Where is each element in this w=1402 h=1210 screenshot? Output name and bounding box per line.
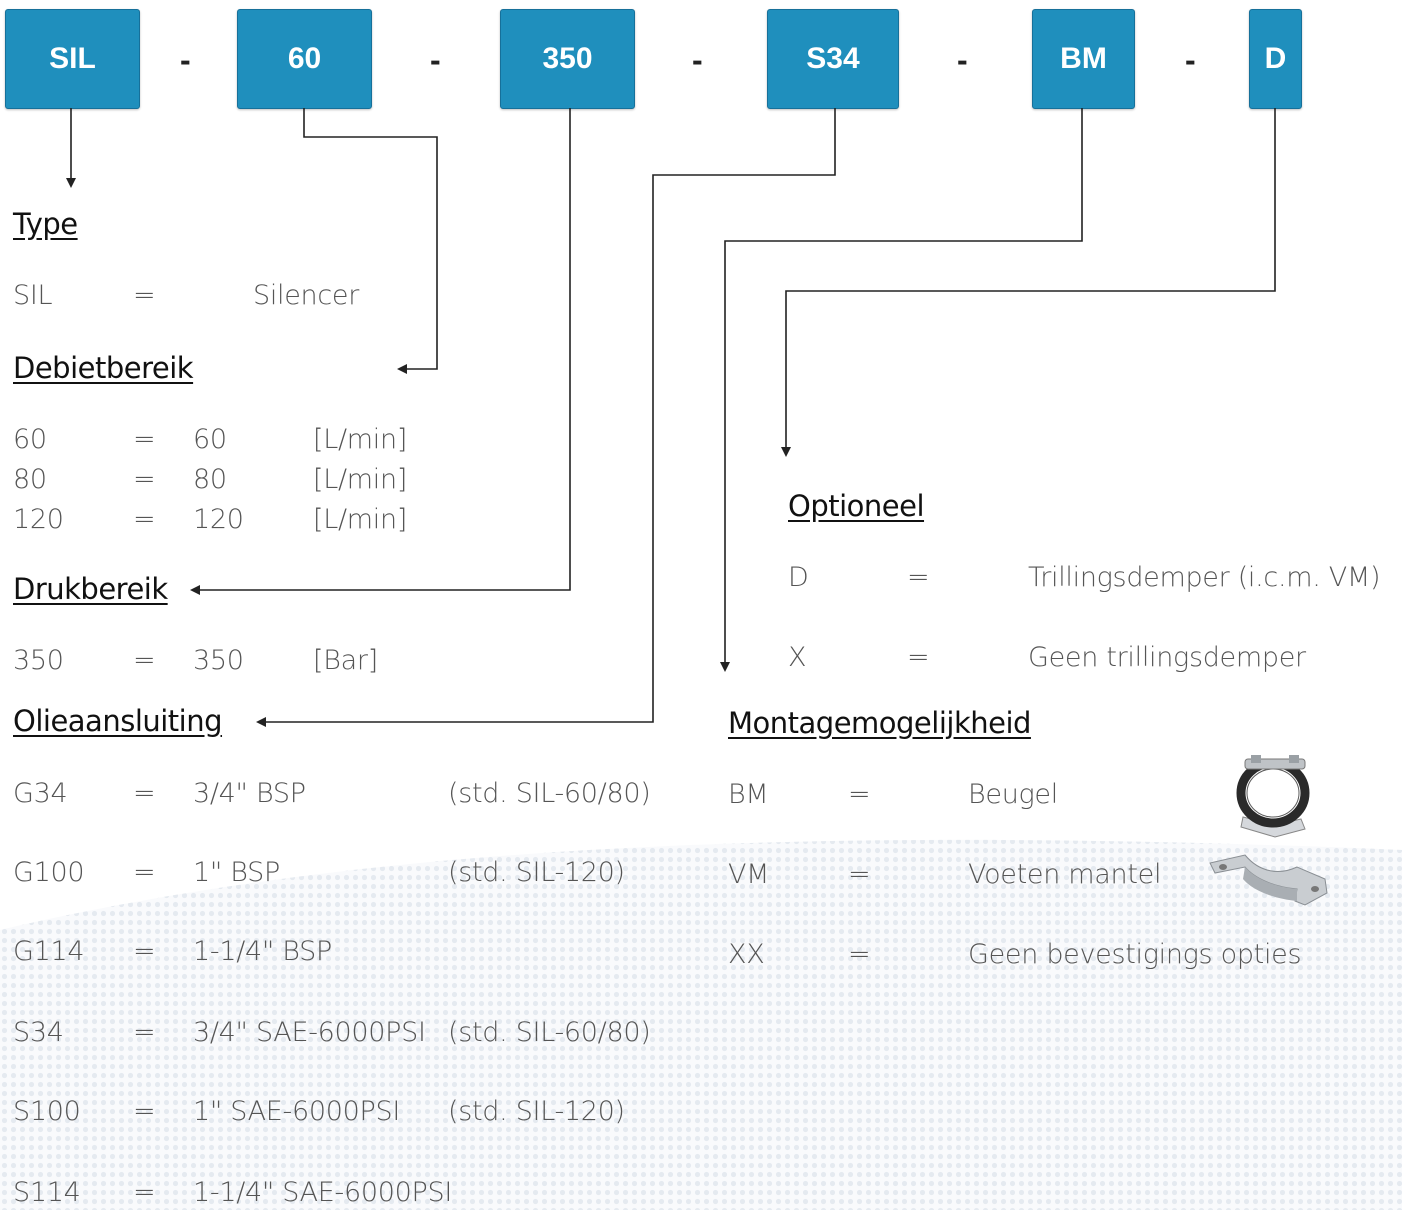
code-box-type: SIL bbox=[5, 9, 140, 109]
optioneel-eq: = bbox=[907, 562, 930, 593]
heading-montagemogelijkheid: Montagemogelijkheid bbox=[728, 706, 1031, 740]
type-eq: = bbox=[133, 280, 156, 311]
mounting-illustration bbox=[1209, 755, 1328, 906]
druk-code: 350 bbox=[13, 645, 64, 676]
optioneel-code: D bbox=[788, 562, 809, 593]
debiet-eq: = bbox=[133, 424, 156, 455]
arrow-350-druk bbox=[190, 108, 571, 595]
olie-eq: = bbox=[133, 1017, 156, 1048]
pipe-clamp-icon bbox=[1236, 755, 1310, 838]
olie-value: 1-1/4" SAE-6000PSI bbox=[193, 1177, 452, 1208]
olie-eq: = bbox=[133, 778, 156, 809]
montage-value: Voeten mantel bbox=[968, 859, 1162, 890]
montage-code: VM bbox=[728, 859, 770, 890]
debiet-eq: = bbox=[133, 504, 156, 535]
montage-value: Geen bevestigings opties bbox=[968, 939, 1302, 970]
olie-note: (std. SIL-60/80) bbox=[448, 1017, 651, 1048]
debiet-code: 80 bbox=[13, 464, 47, 495]
olie-value: 1" BSP bbox=[193, 857, 281, 888]
druk-eq: = bbox=[133, 645, 156, 676]
type-value: Silencer bbox=[253, 280, 360, 311]
druk-unit: [Bar] bbox=[313, 645, 378, 676]
separator-dash: - bbox=[957, 42, 968, 78]
arrow-s34-olie bbox=[256, 108, 836, 727]
debiet-eq: = bbox=[133, 464, 156, 495]
olie-value: 3/4" BSP bbox=[193, 778, 306, 809]
olie-code: G34 bbox=[13, 778, 68, 809]
optioneel-value: Geen trillingsdemper bbox=[1028, 642, 1306, 673]
montage-eq: = bbox=[848, 779, 871, 810]
montage-eq: = bbox=[848, 939, 871, 970]
arrow-bm-montage bbox=[720, 108, 1083, 672]
debiet-unit: [L/min] bbox=[313, 424, 408, 455]
debiet-value: 60 bbox=[193, 424, 227, 455]
debiet-unit: [L/min] bbox=[313, 504, 408, 535]
optioneel-eq: = bbox=[907, 642, 930, 673]
heading-optioneel: Optioneel bbox=[788, 489, 925, 523]
montage-code: BM bbox=[728, 779, 769, 810]
code-box-montage: BM bbox=[1032, 9, 1135, 109]
olie-code: S34 bbox=[13, 1017, 64, 1048]
olie-code: G100 bbox=[13, 857, 85, 888]
debiet-unit: [L/min] bbox=[313, 464, 408, 495]
heading-debietbereik: Debietbereik bbox=[13, 351, 194, 385]
foot-saddle-icon bbox=[1209, 854, 1328, 906]
olie-note: (std. SIL-120) bbox=[448, 1096, 625, 1127]
debiet-code: 120 bbox=[13, 504, 64, 535]
debiet-value: 120 bbox=[193, 504, 244, 535]
olie-eq: = bbox=[133, 857, 156, 888]
montage-value: Beugel bbox=[968, 779, 1058, 810]
olie-eq: = bbox=[133, 1177, 156, 1208]
olie-code: S114 bbox=[13, 1177, 81, 1208]
heading-type: Type bbox=[13, 207, 78, 241]
heading-olieaansluiting: Olieaansluiting bbox=[13, 704, 223, 738]
olie-code: G114 bbox=[13, 936, 85, 967]
olie-value: 1" SAE-6000PSI bbox=[193, 1096, 400, 1127]
olie-value: 1-1/4" BSP bbox=[193, 936, 333, 967]
olie-eq: = bbox=[133, 1096, 156, 1127]
montage-code: XX bbox=[728, 939, 765, 970]
separator-dash: - bbox=[692, 42, 703, 78]
arrow-60-debiet bbox=[303, 108, 438, 374]
optioneel-value: Trillingsdemper (i.c.m. VM) bbox=[1028, 562, 1381, 593]
olie-note: (std. SIL-120) bbox=[448, 857, 625, 888]
debiet-code: 60 bbox=[13, 424, 47, 455]
druk-value: 350 bbox=[193, 645, 244, 676]
arrow-d-optioneel bbox=[781, 108, 1276, 457]
optioneel-code: X bbox=[788, 642, 807, 673]
code-box-druk: 350 bbox=[500, 9, 635, 109]
heading-drukbereik: Drukbereik bbox=[13, 572, 168, 606]
olie-value: 3/4" SAE-6000PSI bbox=[193, 1017, 426, 1048]
montage-eq: = bbox=[848, 859, 871, 890]
separator-dash: - bbox=[1185, 42, 1196, 78]
separator-dash: - bbox=[180, 42, 191, 78]
olie-eq: = bbox=[133, 936, 156, 967]
code-box-olie: S34 bbox=[767, 9, 899, 109]
olie-note: (std. SIL-60/80) bbox=[448, 778, 651, 809]
olie-code: S100 bbox=[13, 1096, 81, 1127]
separator-dash: - bbox=[430, 42, 441, 78]
code-box-debiet: 60 bbox=[237, 9, 372, 109]
type-code: SIL bbox=[13, 280, 53, 311]
debiet-value: 80 bbox=[193, 464, 227, 495]
code-box-optioneel: D bbox=[1249, 9, 1302, 109]
